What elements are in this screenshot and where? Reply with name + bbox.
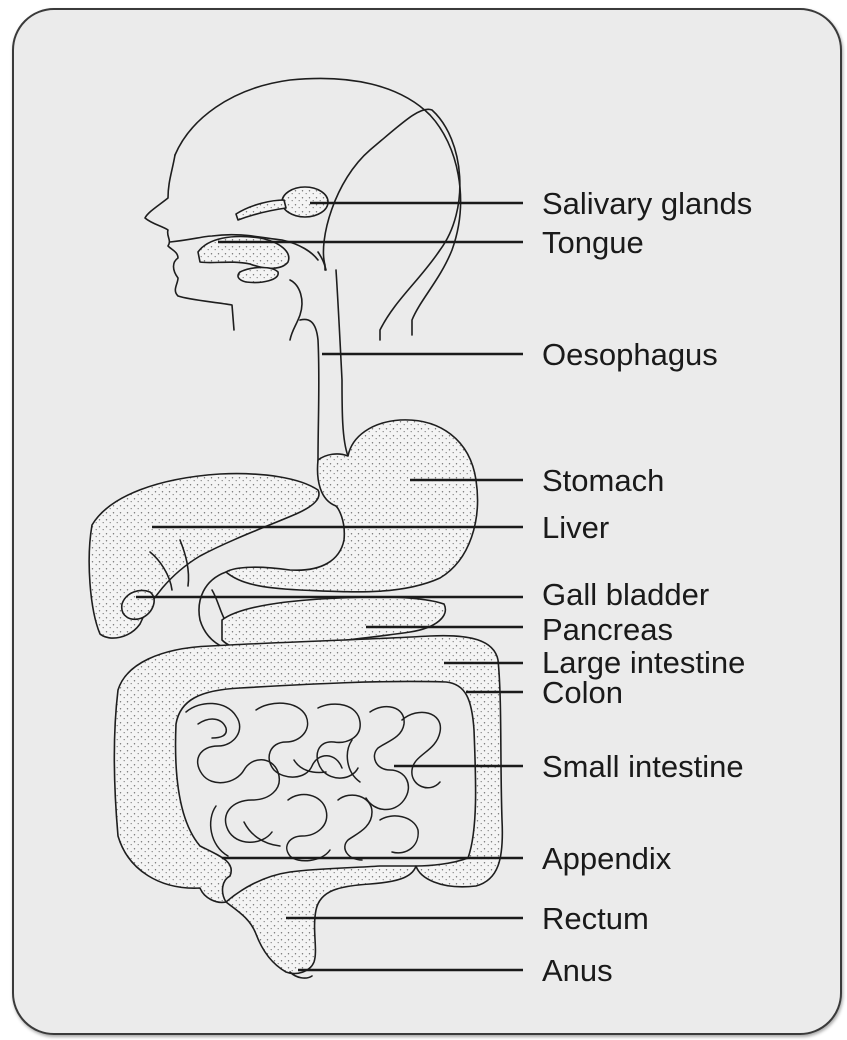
- rectum-shape: [226, 866, 416, 974]
- salivary-gland-duct: [236, 200, 286, 220]
- label-stomach: Stomach: [542, 463, 664, 498]
- small-intestine-loops: [186, 703, 440, 861]
- label-gall-bladder: Gall bladder: [542, 577, 709, 612]
- label-small-intestine: Small intestine: [542, 749, 744, 784]
- label-colon: Colon: [542, 675, 623, 710]
- label-tongue: Tongue: [542, 225, 644, 260]
- label-rectum: Rectum: [542, 901, 649, 936]
- label-appendix: Appendix: [542, 841, 672, 876]
- sublingual-gland: [238, 268, 278, 283]
- label-anus: Anus: [542, 953, 613, 988]
- large-intestine-shape: [114, 636, 502, 903]
- label-liver: Liver: [542, 510, 609, 545]
- labels: Salivary glands Tongue Oesophagus Stomac…: [542, 186, 752, 988]
- label-salivary-glands: Salivary glands: [542, 186, 752, 221]
- label-oesophagus: Oesophagus: [542, 337, 718, 372]
- label-pancreas: Pancreas: [542, 612, 673, 647]
